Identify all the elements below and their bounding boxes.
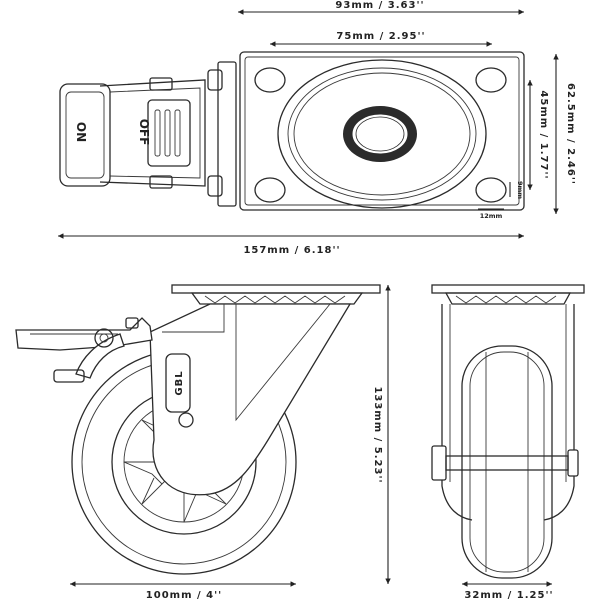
brake-grip (147, 99, 191, 167)
brake-pivot (94, 328, 114, 348)
brand-plate (165, 353, 191, 413)
dim-top-width: 93mm / 3.63'' (335, 0, 424, 11)
mount-hole-bottom-left (254, 177, 286, 203)
top-view: ON OFF 93mm / 3.63'' 75mm / 2.95'' 62.5m… (58, 0, 576, 256)
top-plate (239, 51, 525, 211)
mount-hole-top-right (475, 67, 507, 93)
side-fork (149, 303, 352, 496)
dim-hole-spacing: 45mm / 1.77'' (538, 90, 549, 179)
mount-hole-bottom-right (475, 177, 507, 203)
dim-wheel-diameter: 100mm / 4'' (146, 590, 222, 600)
dim-hole-length: 12mm (480, 212, 503, 220)
mount-hole-top-left (254, 67, 286, 93)
front-fork (441, 304, 575, 521)
dim-plate-height: 62.5mm / 2.46'' (565, 83, 576, 185)
front-wheel (461, 345, 553, 579)
side-view: GBL 133mm / 5.23'' 100mm / 4'' (15, 284, 391, 600)
dim-plate-width: 75mm / 2.95'' (336, 31, 425, 42)
dim-wheel-width: 32mm / 1.25'' (464, 590, 553, 600)
swivel-raceway-outer (277, 59, 487, 209)
brake-pedal (59, 83, 111, 187)
dim-hole-diameter: 9mm (516, 181, 524, 199)
brand-label: GBL (174, 370, 185, 395)
front-view: 32mm / 1.25'' (431, 284, 585, 600)
dim-total-length: 157mm / 6.18'' (243, 245, 340, 256)
brake-off-label: OFF (137, 119, 151, 146)
brake-on-label: ON (74, 122, 88, 142)
dim-total-height: 133mm / 5.23'' (372, 386, 383, 483)
